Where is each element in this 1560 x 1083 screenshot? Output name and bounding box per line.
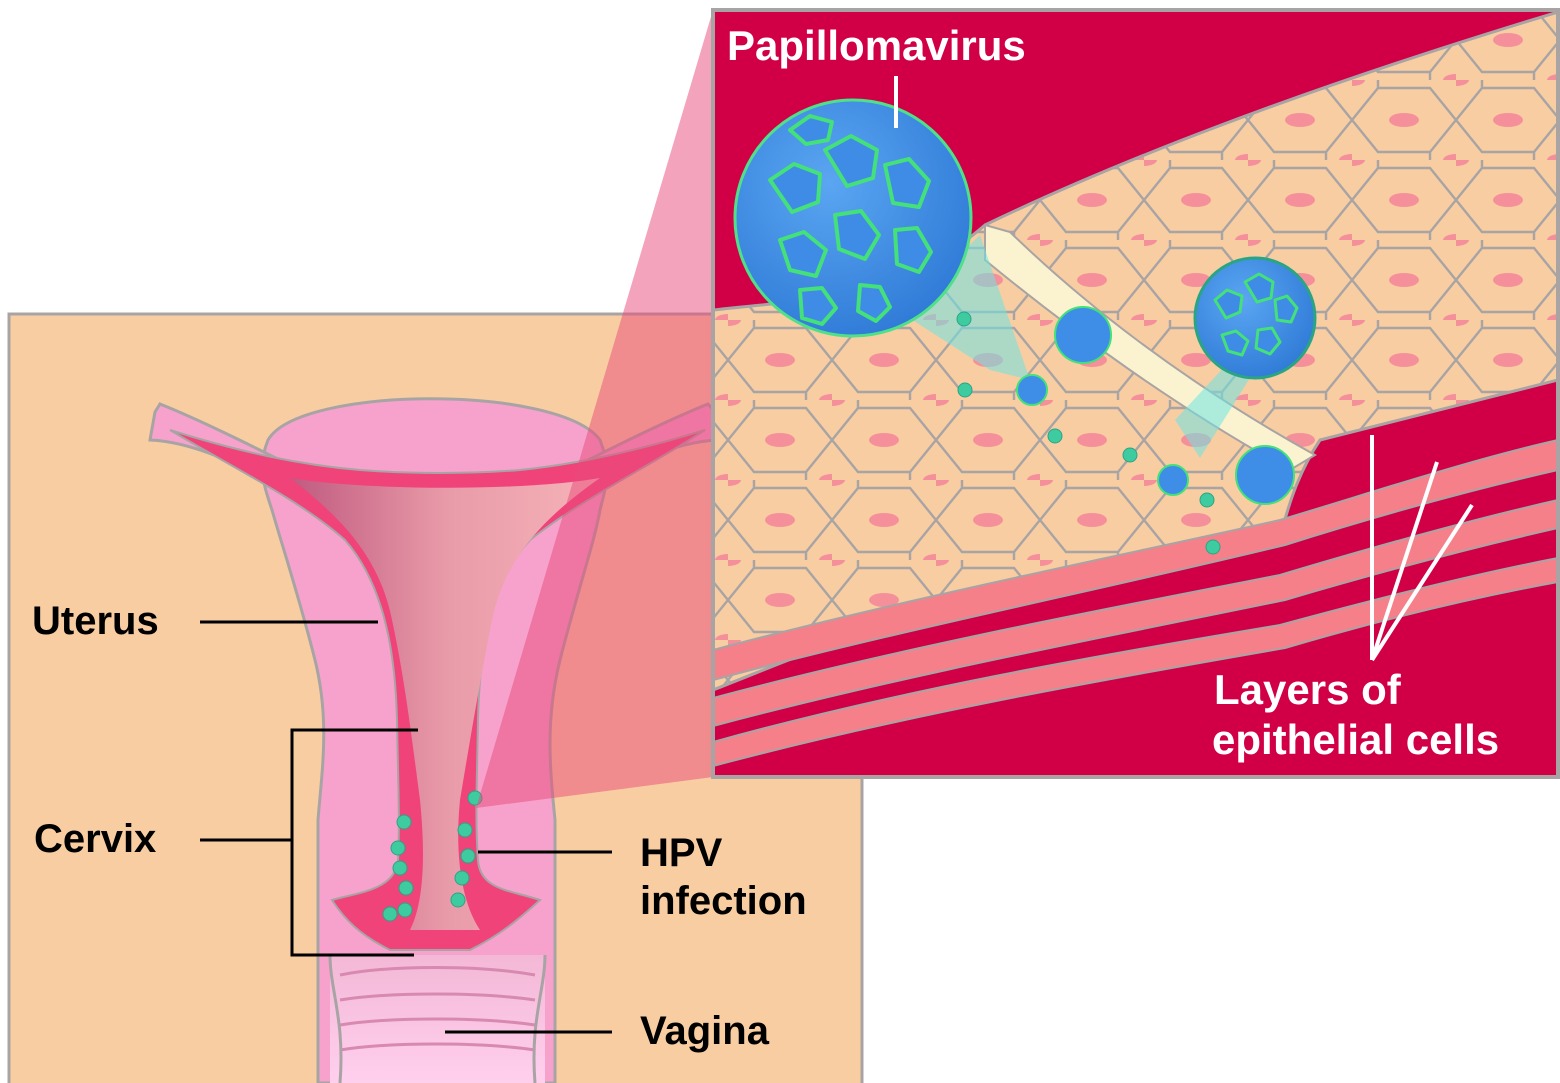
papillomavirus-large xyxy=(735,100,971,336)
label-hpv-infection-line2: infection xyxy=(640,880,807,922)
label-vagina: Vagina xyxy=(640,1010,769,1052)
epithelium-inset xyxy=(713,10,1558,777)
label-layers-line2: epithelial cells xyxy=(1212,718,1499,762)
vaginal-folds xyxy=(330,955,545,1083)
papillomavirus-small xyxy=(1195,258,1315,378)
label-cervix: Cervix xyxy=(34,818,156,860)
label-papillomavirus: Papillomavirus xyxy=(727,24,1026,68)
label-uterus: Uterus xyxy=(32,600,159,642)
label-hpv-infection-line1: HPV xyxy=(640,832,722,874)
label-layers-line1: Layers of xyxy=(1214,668,1401,712)
